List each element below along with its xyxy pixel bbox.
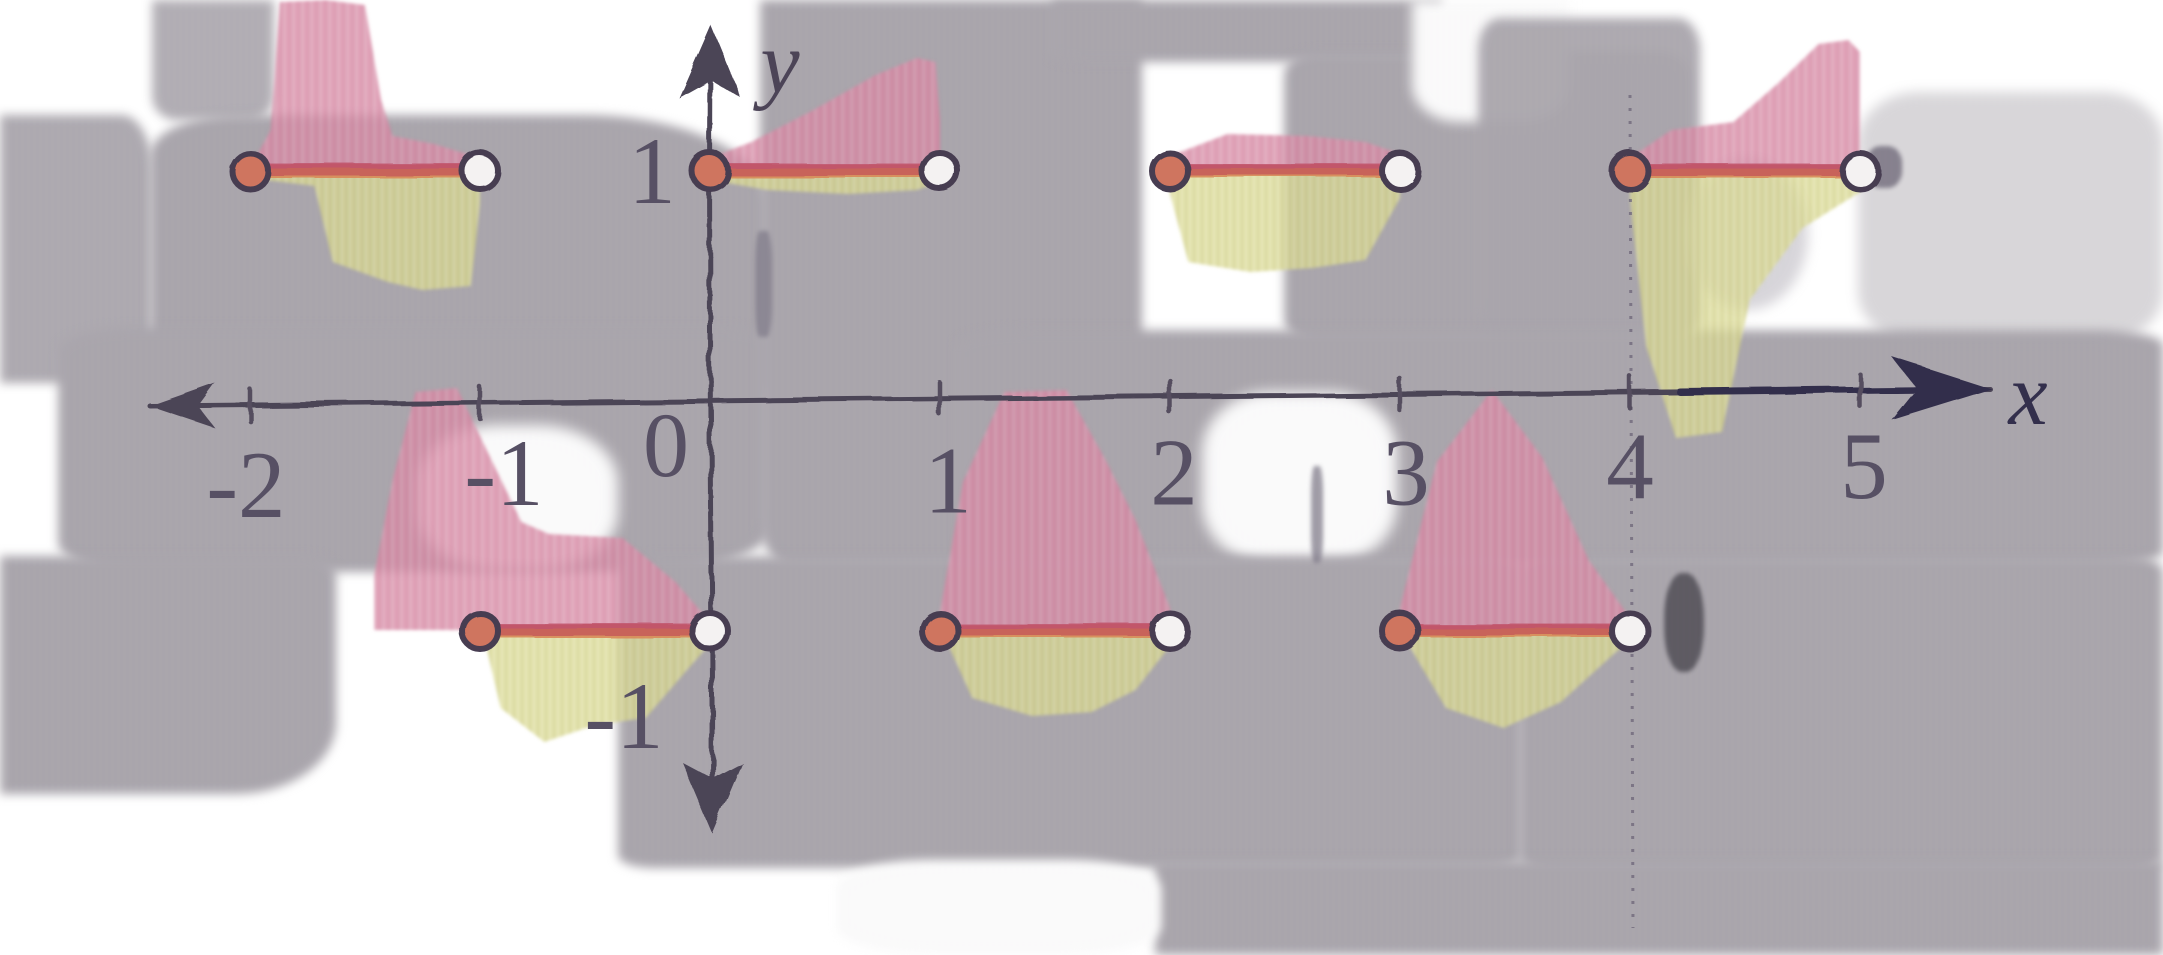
open-endpoint-(2,-1) [1149,610,1191,652]
closed-endpoint-(1,-1) [919,610,961,652]
y-axis-bottom-arrowhead [682,762,742,833]
page-white-patch [1202,392,1397,564]
open-endpoint-(4,-1) [1609,610,1651,652]
pink-highlight [254,0,480,170]
pink-highlight [1630,40,1860,170]
x-axis-name-label: x [2006,347,2047,444]
pink-highlight [940,390,1170,630]
page-white-patch [836,860,1161,955]
open-endpoint-(0,-1) [689,610,731,652]
y-axis-name-label: y [752,15,800,112]
open-endpoint-(-1,1) [459,150,501,192]
pink-highlight [374,388,710,630]
x-tick-label-3: 3 [1382,419,1430,525]
pink-highlight [710,58,940,170]
open-endpoint-(5,1) [1839,150,1881,192]
yellow-highlight [250,170,480,290]
scan-shadow-blob [1866,146,1902,188]
yellow-highlight [1630,170,1860,438]
scan-shadow-blob [1664,573,1704,672]
axes [147,25,1993,833]
open-endpoint-(3,1) [1379,150,1421,192]
closed-endpoint-(-2,1) [229,150,271,192]
x-axis-line-dark-stretch [1676,385,1939,396]
pink-highlight [1170,134,1400,170]
y-axis-top-arrowhead [679,25,741,98]
x-tick-label-4: 4 [1606,413,1654,519]
scan-shadow-blob [1518,556,2163,871]
x-tick-label--2: -2 [206,432,285,538]
scan-shadow-blob [1155,860,2163,955]
scan-shadow-blob [0,556,336,794]
scan-shadow-blob [0,115,152,383]
y-value-label--1: -1 [584,663,663,769]
scan-shadow-blob [1052,0,1442,62]
open-endpoint-(1,1) [919,150,961,192]
highlighter-layer [250,0,1860,742]
x-axis-line [147,386,1993,409]
segments-layer [250,163,1858,638]
scan-shadow-blob [755,231,772,337]
x-axis-left-arrowhead [150,383,215,428]
closed-endpoint-(4,1) [1609,150,1651,192]
origin-label: 0 [643,394,689,496]
scan-shadow-blob [1858,92,2163,342]
closed-endpoint-(3,-1) [1379,610,1421,652]
x-tick-label-1: 1 [924,428,972,534]
yellow-highlight [946,630,1170,716]
x-tick-label-5: 5 [1840,413,1888,519]
scan-shadow-blob [1311,466,1323,563]
closed-endpoint-(0,1) [689,150,731,192]
pink-highlight [1400,390,1630,630]
yellow-highlight [484,630,710,742]
closed-endpoint-(-1,-1) [459,610,501,652]
dashed-guide-x4 [1628,94,1635,929]
scan-shadow-blob [152,0,274,120]
endpoints-layer [229,150,1881,652]
x-tick-label--1: -1 [464,420,543,526]
x-axis-right-arrowhead [1892,357,1992,420]
yellow-highlight [1409,630,1630,728]
closed-endpoint-(2,1) [1149,150,1191,192]
y-value-label-1: 1 [628,118,676,224]
x-tick-label-2: 2 [1150,420,1198,526]
axis-labels: -2 -1 1 2 3 4 5 1 -1 0 y x [206,15,2047,769]
yellow-highlight [1170,170,1400,272]
